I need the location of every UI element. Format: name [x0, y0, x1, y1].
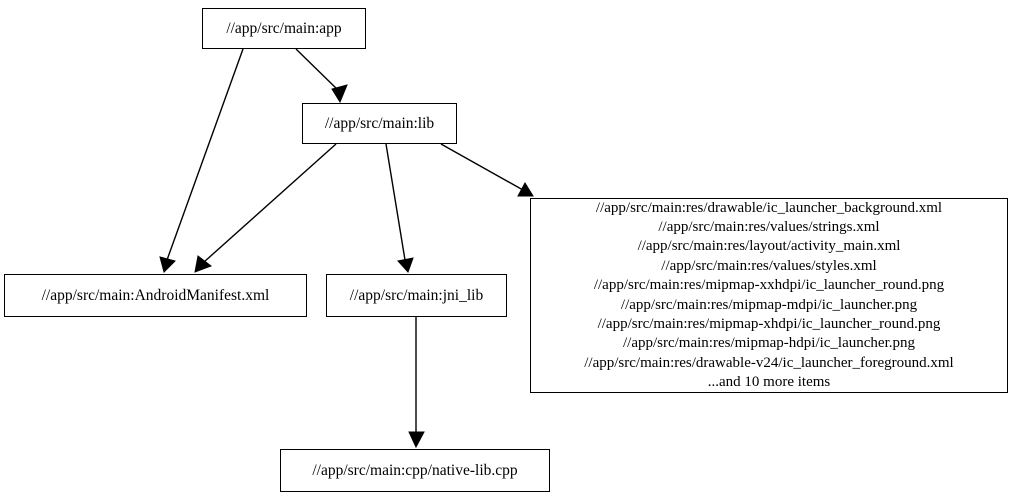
node-jni-lib-label: //app/src/main:jni_lib: [349, 286, 484, 304]
node-lib-label: //app/src/main:lib: [324, 114, 435, 132]
node-jni-lib[interactable]: //app/src/main:jni_lib: [326, 274, 507, 317]
node-android-manifest[interactable]: //app/src/main:AndroidManifest.xml: [4, 274, 307, 317]
node-resources-group[interactable]: //app/src/main:res/drawable/ic_launcher_…: [530, 198, 1008, 393]
edge-lib-to-jni-lib: [385, 143, 414, 273]
node-android-manifest-label: //app/src/main:AndroidManifest.xml: [41, 286, 270, 304]
node-app-label: //app/src/main:app: [226, 19, 342, 37]
edge-jni-lib-to-native-lib: [408, 317, 425, 449]
edge-app-to-lib: [295, 48, 348, 104]
node-native-lib-cpp[interactable]: //app/src/main:cpp/native-lib.cpp: [280, 449, 550, 492]
edge-lib-to-manifest: [194, 143, 337, 273]
node-resources-group-label: //app/src/main:res/drawable/ic_launcher_…: [584, 199, 954, 390]
edge-app-to-manifest: [159, 48, 244, 273]
node-lib[interactable]: //app/src/main:lib: [302, 103, 457, 144]
edge-lib-to-resources: [440, 143, 534, 197]
node-app[interactable]: //app/src/main:app: [202, 8, 366, 49]
node-native-lib-cpp-label: //app/src/main:cpp/native-lib.cpp: [312, 461, 518, 479]
